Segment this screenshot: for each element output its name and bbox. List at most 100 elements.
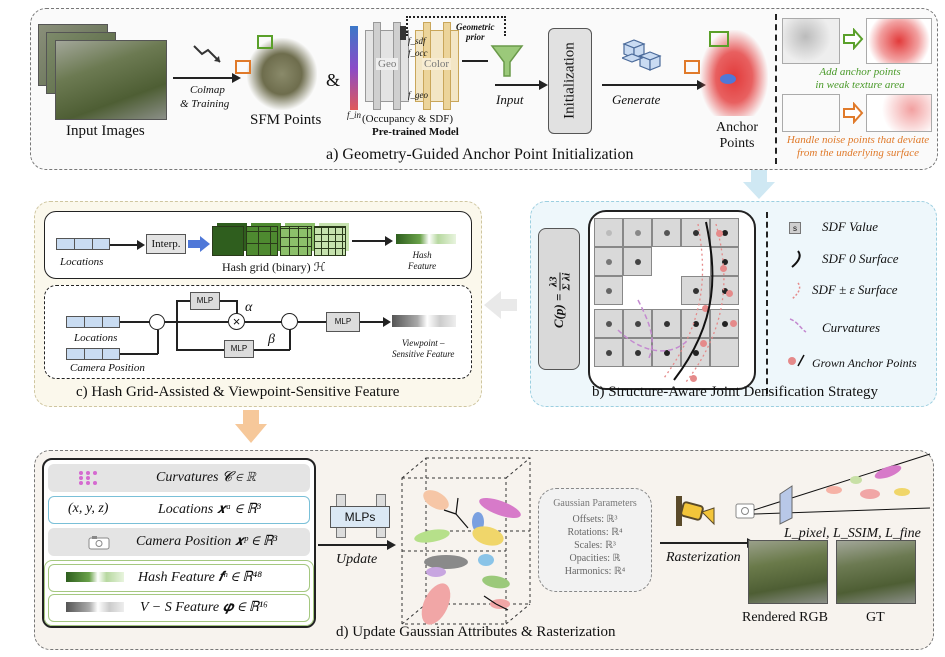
camera-frustum: [730, 452, 936, 537]
green-arrow-icon: [842, 27, 864, 55]
generate-label: Generate: [612, 92, 661, 107]
sdf-value-dot: [693, 321, 699, 327]
geometric-prior-path: [406, 16, 506, 36]
sdf-grid-cell: [652, 338, 681, 367]
sdf-grid-cell: [652, 309, 681, 338]
sdf-value-dot: [606, 259, 612, 265]
divider-dashed: [775, 14, 777, 164]
hash-grid-cube: [280, 226, 312, 256]
hash-grid-label: Hash grid (binary) ℋ: [222, 260, 326, 274]
sdf-grid-cell: [681, 218, 710, 247]
anchor-green-highlight: [709, 31, 729, 47]
sdf-value-dot: [664, 230, 670, 236]
sdf-grid-cell: [594, 276, 623, 305]
gaussian-volume: [396, 454, 536, 635]
line: [360, 321, 384, 323]
grown-anchor-point: [716, 230, 723, 237]
sfm-green-highlight: [257, 35, 273, 49]
arrow-update: [318, 544, 388, 546]
noise-before: [782, 94, 840, 132]
row-locations-text: Locations 𝒙ᵃ ∈ ℝ³: [158, 502, 261, 517]
input-image-front: [55, 40, 167, 120]
sdf-value-dot: [635, 321, 641, 327]
arrow-head: [387, 540, 396, 550]
sdf-grid-cell: [710, 218, 739, 247]
curvature-icon: [788, 316, 808, 339]
weak-texture-before: [782, 18, 840, 64]
gp-item: Harmonics: ℝ⁴: [564, 566, 626, 577]
sfm-points-image: [247, 38, 317, 110]
flow-arrow-b-c: [484, 290, 518, 325]
grown-anchor-point: [690, 375, 697, 382]
green-bracket: [44, 560, 314, 626]
vs-feature-bar: [392, 315, 456, 327]
flow-arrow-a-b: [742, 170, 776, 205]
sdf-output-bar: [400, 26, 406, 40]
sdf-value-dot: [635, 350, 641, 356]
row-locations: [48, 496, 310, 524]
mlp-top: MLP: [190, 292, 220, 310]
input-label: Input: [496, 92, 524, 107]
sdf-grid-cell: [710, 338, 739, 367]
sdf-value-dot: [693, 350, 699, 356]
hash-feature-mini: [66, 572, 124, 582]
input-bar: [350, 26, 358, 110]
sdf-value-dot: [635, 230, 641, 236]
row-vs-text: V − S Feature 𝝋 ∈ ℝ¹⁶: [140, 600, 268, 615]
pretrained-label: Pre-trained Model: [372, 126, 459, 138]
zero-surface-icon: [788, 250, 804, 273]
gp-item: Scales: ℝ³: [574, 540, 616, 551]
sdf-value-dot: [606, 350, 612, 356]
geo-label: Geo: [376, 58, 399, 70]
gaussian-params-box: [538, 488, 652, 592]
sdf-value-dot: [722, 288, 728, 294]
line: [289, 329, 291, 350]
gp-item: Rotations: ℝ⁴: [567, 527, 623, 538]
input-images-label: Input Images: [66, 123, 145, 139]
legend-epsilon-surface: SDF ± ε Surface: [812, 282, 898, 297]
sdf-value-dot: [606, 288, 612, 294]
filter-icon: [490, 44, 524, 83]
arrow-head: [383, 317, 391, 327]
cubes-icon: [620, 38, 662, 77]
sdf-value-icon: s: [789, 222, 801, 234]
interp-box: Interp.: [146, 234, 186, 254]
curvature-dots-icon: [78, 470, 98, 491]
training-label: & Training: [180, 98, 230, 110]
sdf-value-dot: [693, 288, 699, 294]
grown-anchor-icon: [786, 352, 808, 373]
anchor-points-image: [700, 30, 768, 116]
epsilon-surface-icon: [788, 282, 804, 305]
anchor-blue-cluster: [720, 74, 736, 84]
anchor-orange-highlight: [684, 60, 700, 74]
plus-node-1: [149, 314, 165, 330]
line: [236, 300, 238, 314]
sdf-value-dot: [606, 321, 612, 327]
viewpoint-subpanel: [44, 285, 472, 379]
sdf-grid-cell: [623, 247, 652, 276]
initialization-box: [548, 28, 592, 134]
sdf-value-dot: [722, 321, 728, 327]
line: [165, 321, 177, 323]
blue-arrow-icon: [188, 236, 210, 257]
sdf-grid-cell: [594, 247, 623, 276]
sdf-grid-cell: [681, 276, 710, 305]
mlp-out: MLP: [326, 312, 360, 332]
hash-feature-bar: [396, 234, 456, 244]
projector-icon: [674, 494, 720, 535]
line: [254, 349, 290, 351]
initialization-label: Initialization: [561, 42, 578, 119]
f-occ-label: f_occ: [408, 48, 428, 58]
f-geo-label: f_geo: [408, 90, 428, 100]
sfm-points-label: SFM Points: [250, 112, 322, 128]
arrow-generate: [602, 84, 698, 86]
hash-grid-cube: [314, 226, 346, 256]
locations2-label: Locations: [74, 332, 118, 344]
ampersand-label: &: [326, 70, 341, 90]
locations-vector: [56, 238, 110, 250]
sdf-grid-cell: [710, 276, 739, 305]
row-hash-text: Hash Feature 𝒇ʰ ∈ ℝ⁴⁸: [138, 570, 263, 585]
